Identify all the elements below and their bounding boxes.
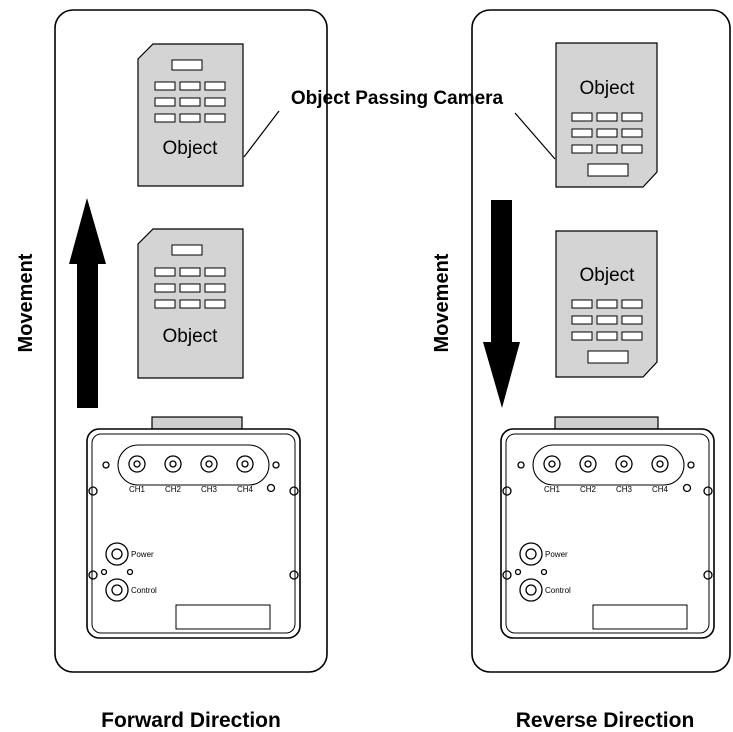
reverse-control-label: Control — [545, 586, 571, 595]
reverse-camera: CH1 CH2 CH3 CH4 Power Control — [500, 416, 715, 639]
callout-label: Object Passing Camera — [291, 88, 504, 109]
forward-camera: CH1 CH2 CH3 CH4 Power Control — [86, 416, 301, 639]
forward-object-upper-label: Object — [163, 138, 219, 159]
forward-panel: Movement Object — [15, 9, 328, 732]
forward-object-lower: Object — [137, 228, 244, 379]
reverse-object-upper-label: Object — [580, 78, 636, 99]
forward-ch4-label: CH4 — [237, 485, 254, 494]
forward-control-label: Control — [131, 586, 157, 595]
forward-power-label: Power — [131, 550, 154, 559]
reverse-object-upper: Object — [555, 42, 658, 188]
reverse-camera-mount — [554, 416, 659, 430]
forward-object-lower-label: Object — [163, 326, 219, 347]
forward-object-upper: Object — [137, 43, 244, 187]
forward-ch1-label: CH1 — [129, 485, 146, 494]
reverse-ch1-label: CH1 — [544, 485, 561, 494]
forward-ch2-label: CH2 — [165, 485, 182, 494]
reverse-ch4-label: CH4 — [652, 485, 669, 494]
forward-movement-label: Movement — [15, 253, 37, 352]
reverse-caption: Reverse Direction — [516, 709, 695, 732]
callout: Object Passing Camera — [243, 88, 556, 160]
arrow-up-icon — [69, 198, 106, 408]
arrow-down-icon — [483, 200, 520, 408]
reverse-ch2-label: CH2 — [580, 485, 597, 494]
forward-camera-mount — [151, 416, 243, 430]
reverse-ch3-label: CH3 — [616, 485, 633, 494]
reverse-panel: Movement Object — [431, 9, 731, 732]
reverse-power-label: Power — [545, 550, 568, 559]
reverse-object-lower-label: Object — [580, 265, 636, 286]
callout-leader-right — [514, 112, 556, 160]
callout-leader-left — [243, 110, 280, 158]
forward-caption: Forward Direction — [101, 709, 281, 732]
reverse-movement-label: Movement — [431, 253, 453, 352]
reverse-object-lower: Object — [555, 230, 658, 378]
forward-ch3-label: CH3 — [201, 485, 218, 494]
